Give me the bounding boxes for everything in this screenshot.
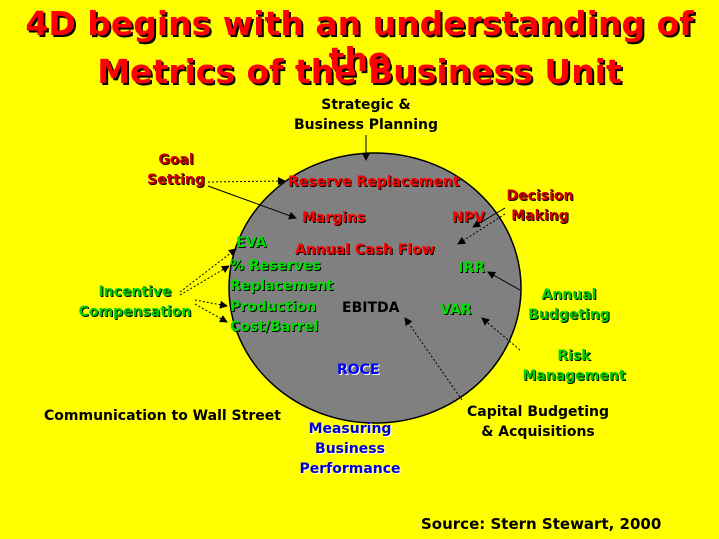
arrow-capital-ebitda [404,317,463,401]
source-note: Source: Stern Stewart, 2000 [421,515,662,533]
arrow-decision-npv [472,207,506,228]
title-line-2: Metrics of the Business Unit [97,52,622,91]
capital-line-2: & Acquisitions [481,424,595,440]
label-communication-wall-street: Communication to Wall Street [44,408,281,424]
label-goal-setting: Goal Setting [140,150,212,190]
title-line-1: 4D begins with an understanding of the [25,4,694,79]
metric-margins: Margins [302,210,366,226]
label-capital-budgeting: Capital Budgeting & Acquisitions [460,402,616,442]
metric-production: Production [230,299,317,315]
label-risk-management: Risk Management [515,346,633,386]
label-measuring-performance: Measuring Business Performance [290,419,410,479]
metric-cost-barrel: Cost/Barrel [230,319,319,335]
measuring-line-1: Measuring [308,421,392,437]
metric-irr: IRR [458,260,485,276]
metrics-circle [228,152,522,424]
arrow-risk-var [481,317,521,351]
label-decision-making: Decision Making [500,186,580,226]
incentive-line-2: Compensation [78,304,192,320]
measuring-line-3: Performance [299,461,401,477]
strategic-line-2: Business Planning [294,117,438,133]
arrow-incentive-reserves [179,265,230,296]
strategic-line-1: Strategic & [321,97,411,113]
annual-budgeting-line-1: Annual [541,287,597,303]
label-annual-budgeting: Annual Budgeting [522,285,616,325]
decision-line-1: Decision [506,188,574,204]
metric-var: VAR [440,302,472,318]
arrow-budget-irr [487,271,521,291]
label-strategic-planning: Strategic & Business Planning [280,95,452,135]
metric-reserve-replacement: Reserve Replacement [288,174,460,190]
metric-pct-reserves: % Reserves [230,258,321,274]
metric-annual-cash-flow: Annual Cash Flow [295,242,435,258]
metric-eva: EVA [236,235,267,251]
arrow-decision-flow [457,213,506,245]
goal-line-1: Goal [158,152,194,168]
decision-line-2: Making [511,208,569,224]
arrow-goal-margins [207,185,297,220]
metric-roce: ROCE [337,362,380,378]
arrow-incentive-cost [194,303,228,323]
arrow-goal-reserve [207,177,286,186]
capital-line-1: Capital Budgeting [466,404,609,420]
metric-ebitda: EBITDA [342,300,400,316]
arrow-incentive-production [194,299,228,309]
incentive-line-1: Incentive [98,284,172,300]
label-incentive-compensation: Incentive Compensation [72,282,198,322]
measuring-line-2: Business [315,441,385,457]
risk-line-2: Management [522,368,626,384]
metric-replacement: Replacement [230,278,334,294]
risk-line-1: Risk [557,348,591,364]
goal-line-2: Setting [147,172,205,188]
metric-npv: NPV [452,210,485,226]
annual-budgeting-line-2: Budgeting [528,307,610,323]
